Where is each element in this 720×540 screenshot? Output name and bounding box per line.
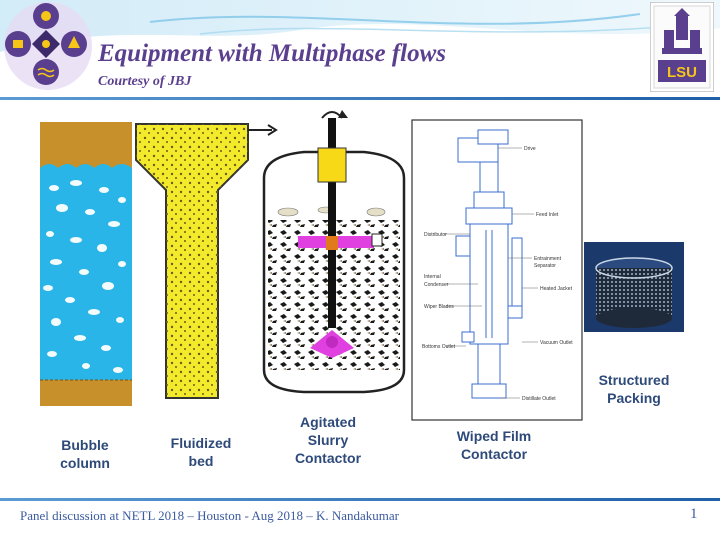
- header-swoosh: [0, 0, 720, 52]
- caption-line: Contactor: [460, 446, 528, 462]
- caption-agitated-slurry: Agitated Slurry Contactor: [278, 413, 378, 467]
- label-distillate-outlet: Distillate Outlet: [522, 396, 556, 402]
- slide-title: Equipment with Multiphase flows: [98, 40, 447, 67]
- label-bottoms-outlet: Bottoms Outlet: [422, 344, 456, 350]
- caption-line: Fluidized: [170, 435, 232, 451]
- bubble-column-diagram: [40, 122, 132, 406]
- caption-line: bed: [188, 453, 214, 469]
- caption-bubble-column: Bubble column: [40, 436, 130, 472]
- caption-line: Structured: [598, 372, 670, 388]
- label-wiper-blades: Wiper Blades: [424, 304, 454, 310]
- slide-subtitle: Courtesy of JBJ: [98, 74, 192, 89]
- label-feed-inlet: Feed Inlet: [536, 212, 559, 218]
- caption-wiped-film: Wiped Film Contactor: [434, 427, 554, 463]
- wiped-film-diagram: Drive Feed Inlet Distributor Entrainment…: [411, 119, 583, 421]
- label-entrainment: Entrainment: [534, 256, 562, 262]
- agitated-slurry-diagram: [262, 110, 406, 394]
- caption-structured-packing: Structured Packing: [584, 371, 684, 407]
- equipment-figure: Drive Feed Inlet Distributor Entrainment…: [26, 108, 694, 488]
- caption-line: Wiped Film: [456, 428, 532, 444]
- caption-line: column: [60, 455, 110, 471]
- label-vacuum-outlet: Vacuum Outlet: [540, 340, 573, 346]
- caption-line: Bubble: [61, 437, 109, 453]
- header-divider: [0, 97, 720, 100]
- label-drive: Drive: [524, 146, 536, 152]
- caption-line: Agitated: [300, 414, 356, 430]
- label-heated-jacket: Heated Jacket: [540, 286, 573, 292]
- footer-text: Panel discussion at NETL 2018 – Houston …: [20, 508, 399, 523]
- caption-line: Contactor: [294, 450, 362, 466]
- label-internal: Internal: [424, 274, 441, 280]
- lsu-logo: LSU: [650, 2, 714, 92]
- page-number: 1: [690, 506, 698, 522]
- footer-divider: [0, 498, 720, 501]
- structured-packing-photo: [584, 242, 684, 332]
- label-condenser: Condenser: [424, 282, 449, 288]
- caption-fluidized-bed: Fluidized bed: [156, 434, 246, 470]
- caption-line: Slurry: [307, 432, 349, 448]
- lsu-logo-text: LSU: [667, 64, 697, 81]
- caption-line: Packing: [607, 390, 661, 406]
- label-separator: Separator: [534, 263, 556, 269]
- university-seal-logo: [4, 2, 92, 90]
- label-distributor: Distributor: [424, 232, 447, 238]
- fluidized-bed-diagram: [135, 123, 278, 399]
